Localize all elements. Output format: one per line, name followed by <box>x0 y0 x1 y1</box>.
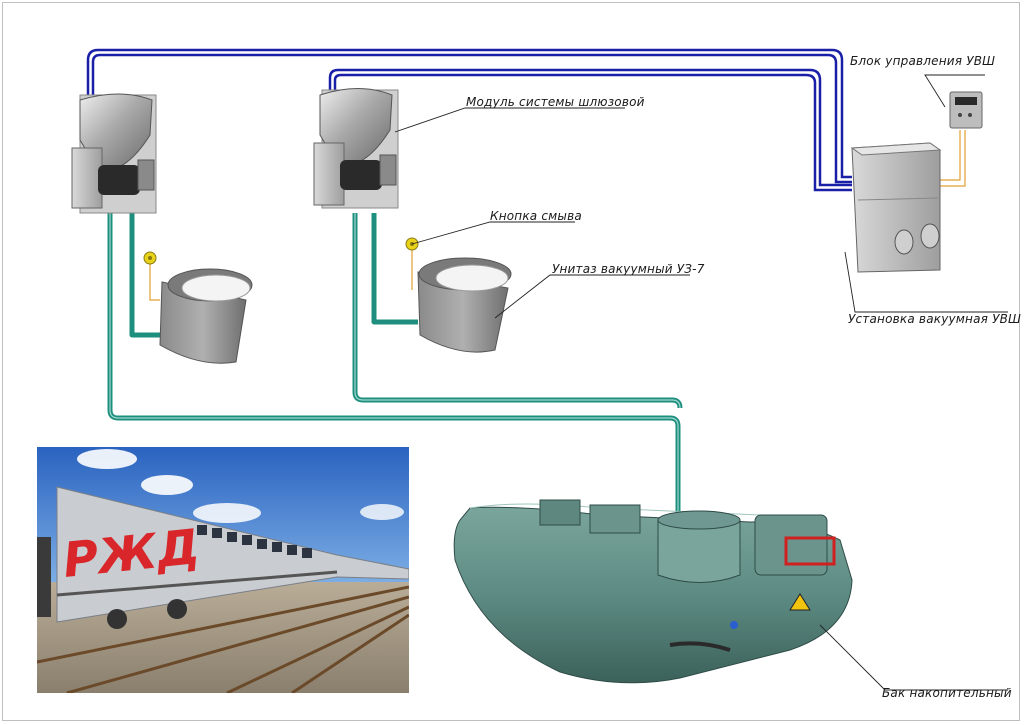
control-unit <box>949 91 983 129</box>
lock-module-2 <box>313 88 399 209</box>
train-photo: РЖД <box>37 447 409 693</box>
label-vacuum-toilet: Унитаз вакуумный УЗ-7 <box>552 262 705 276</box>
label-control-unit: Блок управления УВШ <box>850 54 996 68</box>
vacuum-pipes <box>86 48 852 192</box>
lock-module-1 <box>71 93 157 214</box>
label-storage-tank: Бак накопительный <box>882 686 1012 700</box>
label-lock-module: Модуль системы шлюзовой <box>466 95 645 109</box>
vacuum-toilet-1 <box>159 268 253 364</box>
label-flush-button: Кнопка смыва <box>490 209 582 223</box>
vacuum-unit <box>850 142 942 273</box>
vacuum-toilet-2 <box>417 257 512 353</box>
storage-tank <box>453 499 853 684</box>
signal-wires <box>149 130 966 301</box>
flush-button-icon <box>143 237 419 265</box>
leader-lines <box>394 74 1008 691</box>
label-vacuum-unit: Установка вакуумная УВШ <box>848 312 1022 326</box>
